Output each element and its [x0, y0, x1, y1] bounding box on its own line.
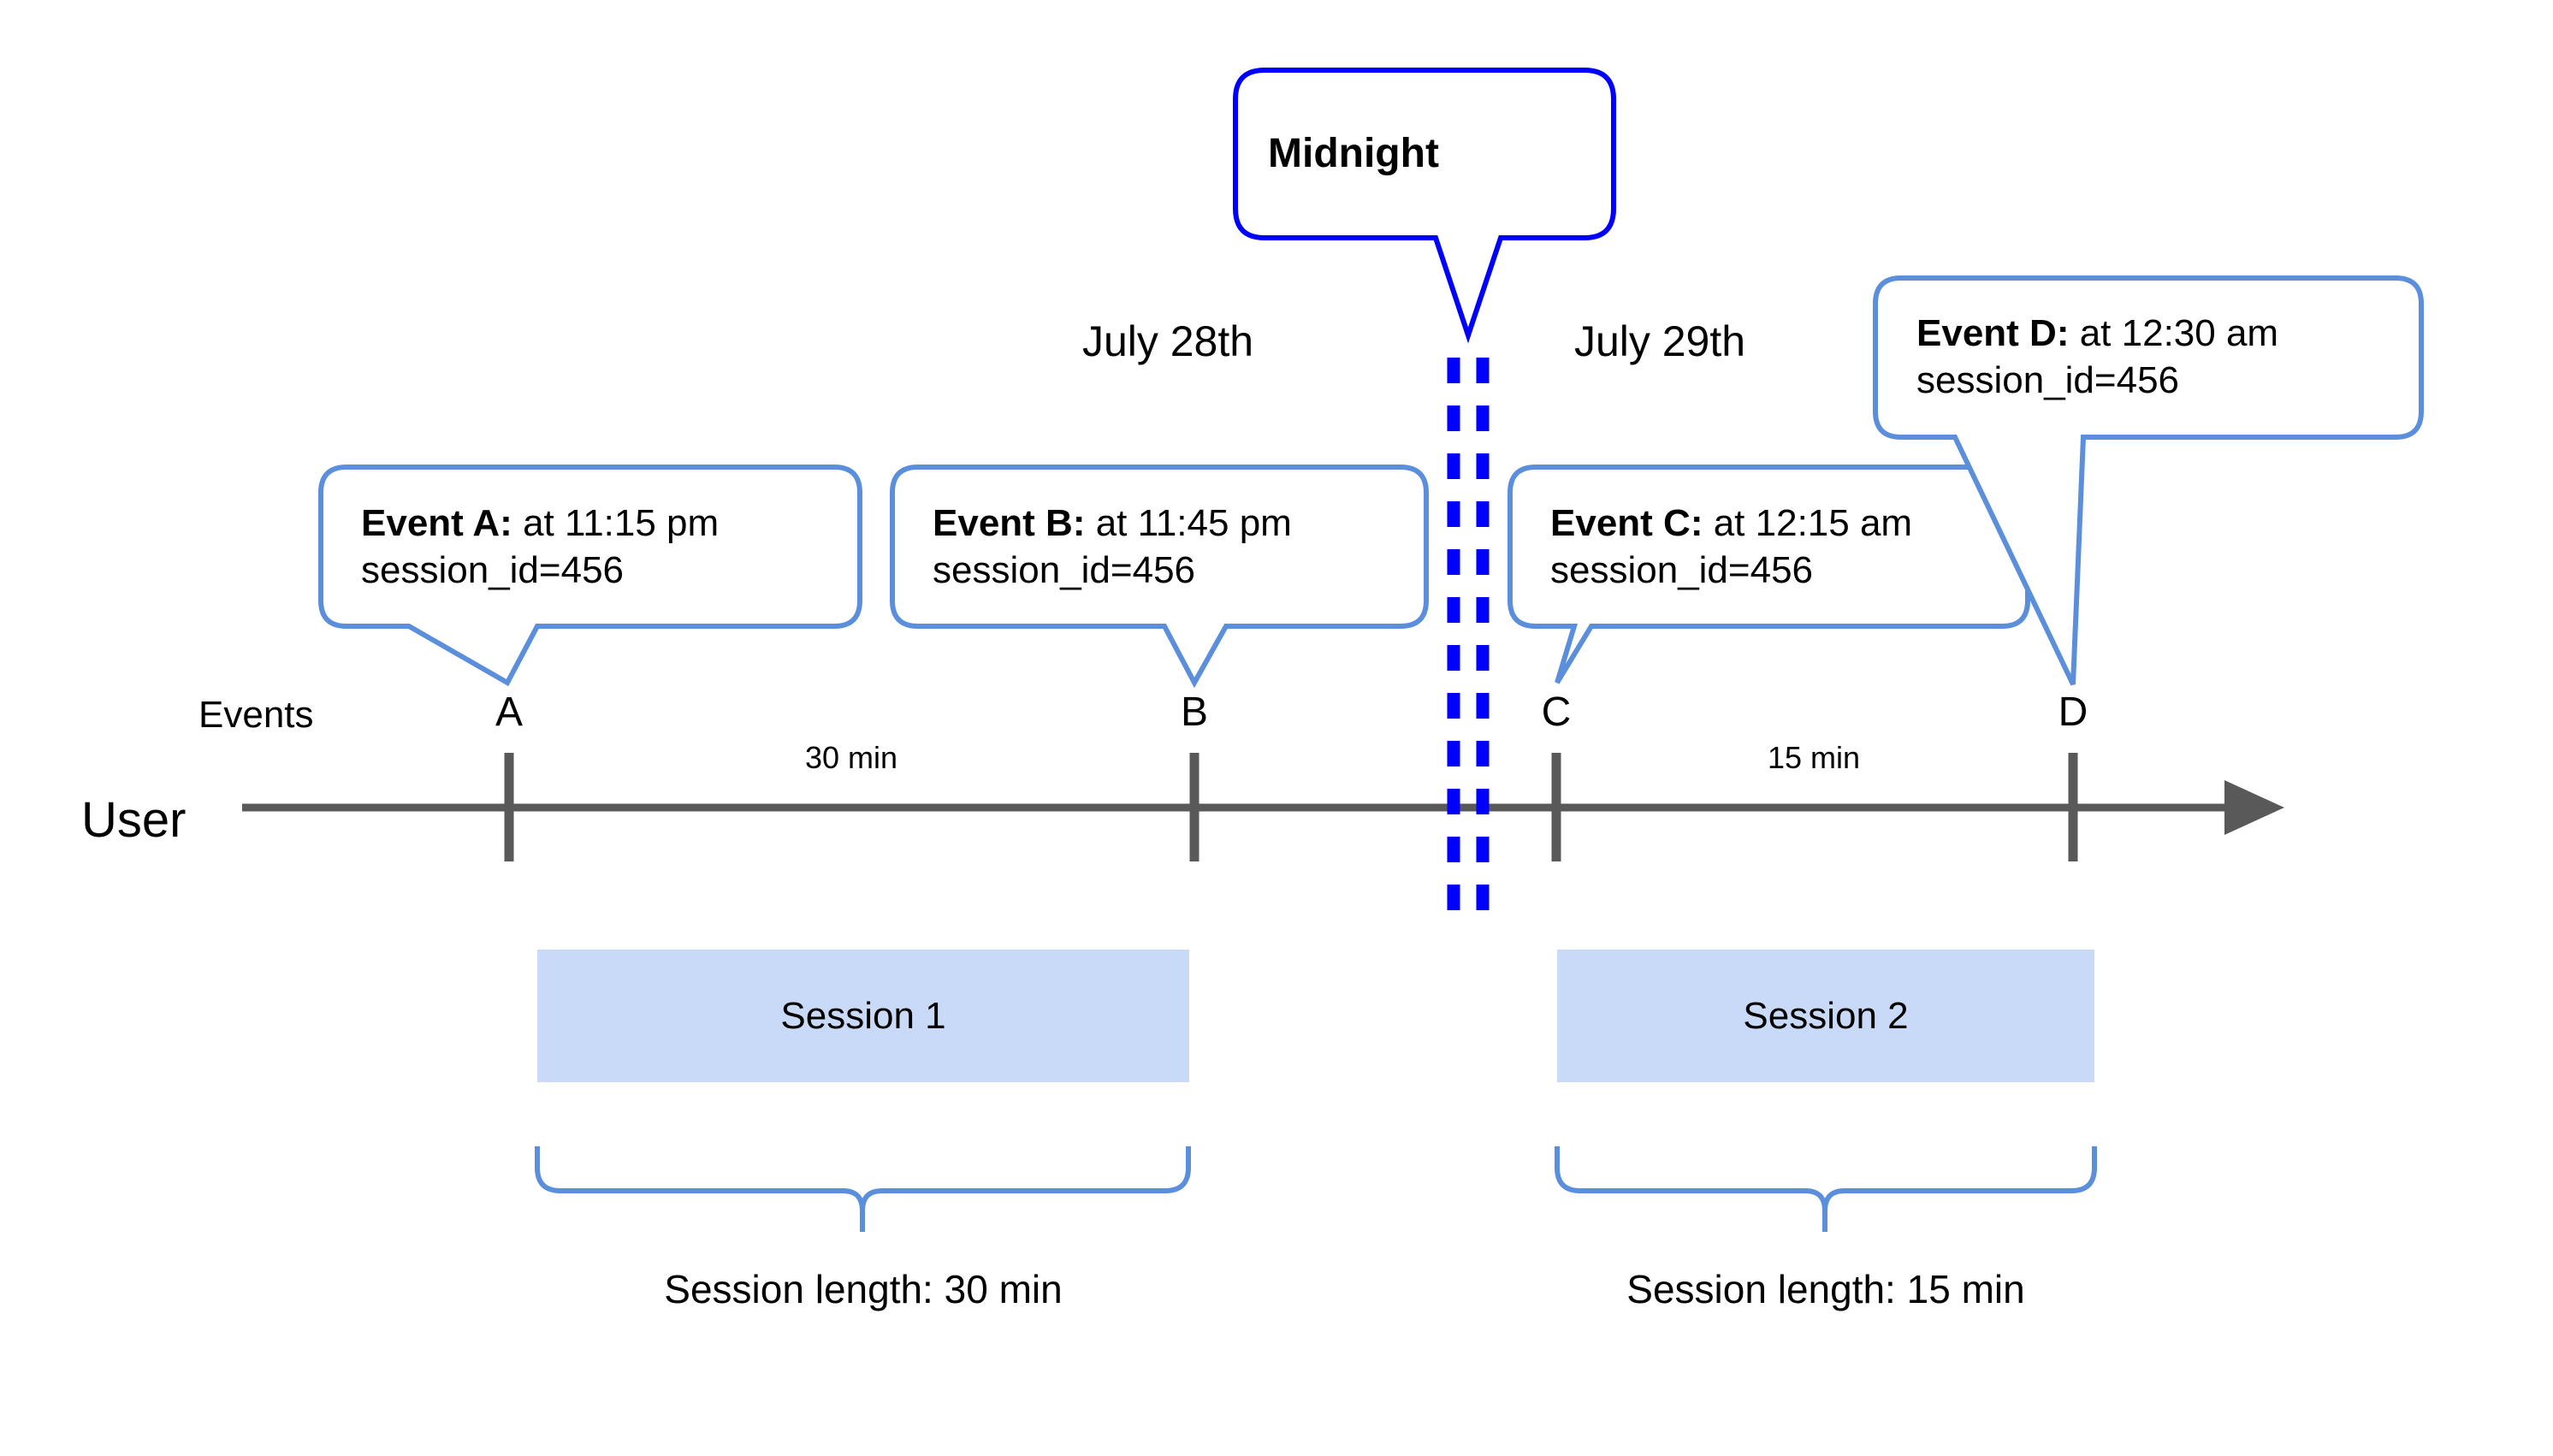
event-b-callout-text: Event B: at 11:45 pm session_id=456: [933, 500, 1292, 595]
session-1-label: Session 1: [780, 994, 946, 1037]
session-2-bar: [1557, 950, 2094, 1082]
event-b-callout-shape: [890, 465, 1429, 689]
event-letter-d: D: [2058, 690, 2088, 735]
session-2-brace: [1555, 1146, 2097, 1232]
event-a-callout-shape: [318, 465, 862, 687]
event-c-callout-text: Event C: at 12:15 am session_id=456: [1550, 500, 1912, 595]
duration-label-c-d: 15 min: [1767, 740, 1861, 775]
timeline-ticks: [504, 753, 2078, 861]
session-1-bar: [537, 950, 1189, 1082]
event-letter-b: B: [1180, 690, 1208, 735]
session-1-brace: [535, 1146, 1191, 1232]
session-2-length-label: Session length: 15 min: [1626, 1267, 2025, 1311]
events-row-label: Events: [198, 694, 314, 736]
event-d-time: at 12:30 am: [2069, 312, 2279, 354]
event-b-session-id: session_id=456: [933, 549, 1196, 592]
event-a-session-id: session_id=456: [361, 549, 625, 592]
duration-label-a-b: 30 min: [804, 740, 898, 775]
event-d-callout-shape: [1873, 275, 2424, 686]
event-a-bold: Event A:: [361, 502, 512, 544]
event-letter-c: C: [1541, 690, 1572, 735]
session-bars: [537, 950, 2094, 1082]
event-d-callout-text: Event D: at 12:30 am session_id=456: [1916, 310, 2278, 405]
midnight-boundary-lines: [1447, 358, 1490, 926]
event-d-session-id: session_id=456: [1916, 359, 2180, 402]
event-b-time: at 11:45 pm: [1085, 502, 1292, 544]
event-a-time: at 11:15 pm: [512, 502, 720, 544]
timeline-axis: [242, 780, 2284, 835]
session-2-label: Session 2: [1743, 994, 1909, 1037]
event-letter-a: A: [495, 690, 523, 735]
event-b-bold: Event B:: [933, 502, 1086, 544]
event-c-time: at 12:15 am: [1703, 502, 1913, 544]
date-label-july-28: July 28th: [1081, 317, 1254, 365]
event-a-callout-text: Event A: at 11:15 pm session_id=456: [361, 500, 719, 595]
date-label-july-29: July 29th: [1573, 317, 1746, 365]
axis-row-label: User: [81, 792, 187, 848]
midnight-callout-shape: [1233, 68, 1616, 344]
event-c-session-id: session_id=456: [1550, 549, 1814, 592]
session-1-length-label: Session length: 30 min: [664, 1267, 1063, 1311]
event-d-bold: Event D:: [1916, 312, 2070, 354]
event-c-bold: Event C:: [1550, 502, 1703, 544]
midnight-label: Midnight: [1268, 131, 1439, 176]
